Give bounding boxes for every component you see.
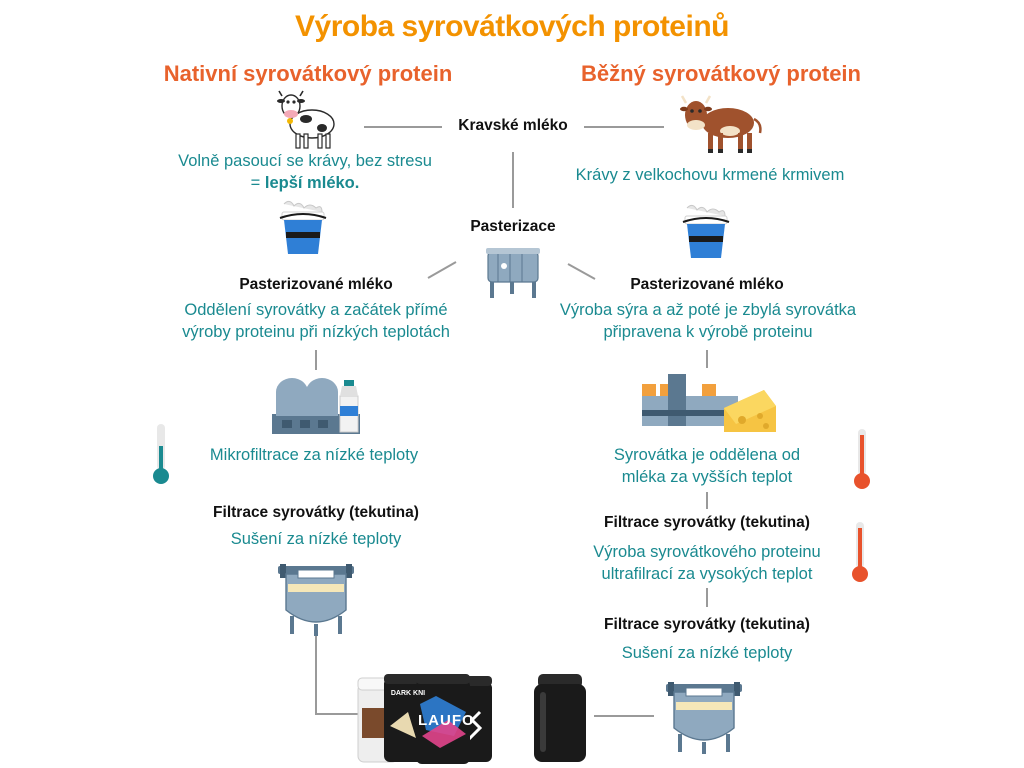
page-title: Výroba syrovátkových proteinů [295,10,729,43]
cheese-factory-icon [642,374,776,432]
hot-thermometer-icon [852,522,868,582]
left-cows-text: Volně pasoucí se krávy, bez stresu = lep… [150,150,460,194]
milk-bucket-icon [279,200,327,254]
hot-thermometer-icon [854,429,870,489]
left-cows-line2: = lepší mléko. [150,172,460,194]
right-pasteurized-label: Pasterizované mléko [630,276,784,293]
left-filtration-label: Filtrace syrovátky (tekutina) [213,504,419,521]
left-separation-text: Oddělení syrovátky a začátek přímé výrob… [150,299,482,343]
right-ultra-line2: ultrafilrací za vysokých teplot [601,565,813,583]
drying-tank-icon [666,682,742,754]
left-heading: Nativní syrovátkový protein [163,61,453,86]
protein-tubs-icon [357,674,492,764]
farm-cow-icon [680,95,762,153]
connector-pasteurizer-right [567,263,596,280]
pasteurizer-icon [486,248,540,298]
left-separation-line2: výroby proteinu při nízkých teplotách [182,323,450,341]
right-separated-line2: mléka za vyšších teplot [621,468,793,486]
right-separated-line1: Syrovátka je oddělena od [613,446,801,464]
left-cows-prefix: = [250,174,265,192]
left-separation-line1: Oddělení syrovátky a začátek přímé [184,301,448,319]
connector-left-tank-products [315,636,358,715]
right-cheese-line2: připravena k výrobě proteinu [603,323,813,341]
right-separated-text: Syrovátka je oddělena od mléka za vyššíc… [570,444,844,488]
milk-bucket-icon [682,204,730,258]
right-drying-text: Sušení za nízké teploty [621,644,793,662]
dairy-factory-icon [272,378,360,434]
right-cows-text: Krávy z velkochovu krmené krmivem [575,166,845,184]
right-ultra-text: Výroba syrovátkového proteinu ultrafilra… [566,541,848,585]
right-cheese-line1: Výroba sýra a až poté je zbylá syrovátka [559,301,857,319]
left-drying-text: Sušení za nízké teploty [230,530,402,548]
drying-tank-icon [278,564,354,636]
product-brand-label: DARK KNI [390,690,426,697]
right-filtration1-label: Filtrace syrovátky (tekutina) [604,514,810,531]
pasteurization-label: Pasterizace [470,218,556,235]
right-filtration2-label: Filtrace syrovátky (tekutina) [604,616,810,633]
plain-tub-icon [534,674,586,762]
left-cows-bold: lepší mléko. [264,174,360,192]
happy-cow-icon [277,90,335,149]
right-cheese-text: Výroba sýra a až poté je zbylá syrovátka… [538,299,878,343]
right-ultra-line1: Výroba syrovátkového proteinu [593,543,821,561]
left-cows-line1: Volně pasoucí se krávy, bez stresu [178,152,432,170]
milk-label: Kravské mléko [458,117,568,134]
left-pasteurized-label: Pasterizované mléko [239,276,393,293]
connector-pasteurizer-left [427,261,457,279]
product-brand-label: LAUFO [418,712,475,729]
cold-thermometer-icon [153,424,169,484]
left-microfiltration-text: Mikrofiltrace za nízké teploty [209,446,419,464]
right-heading: Běžný syrovátkový protein [581,61,861,86]
